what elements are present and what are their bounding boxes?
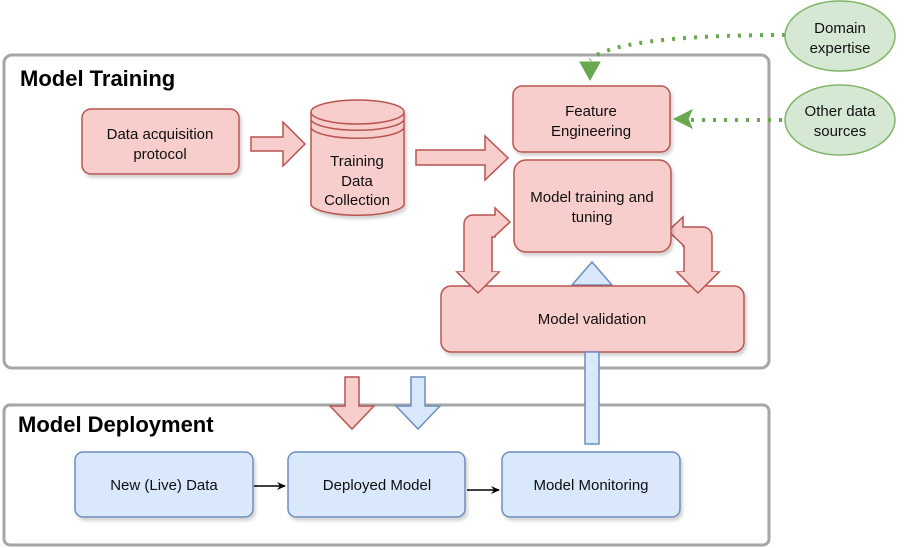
svg-text:Collection: Collection: [324, 192, 390, 209]
domain-expertise-node: Domain expertise: [784, 0, 896, 72]
deployed-model-node: Deployed Model: [287, 451, 466, 518]
domain-expertise-arrowhead: [579, 61, 601, 82]
svg-text:Engineering: Engineering: [551, 123, 631, 140]
svg-text:Feature: Feature: [565, 103, 617, 120]
arrow-training-to-deployed-red: [328, 376, 376, 431]
svg-text:Model Monitoring: Model Monitoring: [533, 477, 648, 494]
other-data-arrowhead: [672, 108, 694, 130]
training-data-collection-node: Training Data Collection: [310, 99, 405, 217]
svg-text:Data acquisition: Data acquisition: [107, 126, 214, 143]
model-validation-node: Model validation: [440, 285, 745, 353]
svg-text:protocol: protocol: [133, 146, 186, 163]
model-training-title: Model Training: [20, 66, 175, 91]
domain-expertise-connector: [588, 33, 786, 62]
svg-text:Other data: Other data: [805, 103, 877, 120]
svg-text:Data: Data: [341, 173, 373, 190]
svg-text:expertise: expertise: [810, 40, 871, 57]
arrowhead-left-tip: [456, 271, 500, 295]
model-monitoring-node: Model Monitoring: [501, 451, 681, 518]
model-training-tuning-node: Model training and tuning: [513, 159, 672, 253]
other-data-sources-node: Other data sources: [784, 84, 896, 156]
svg-text:tuning: tuning: [572, 209, 613, 226]
arrow-monitoring-to-training-head: [570, 260, 614, 286]
data-acquisition-node: Data acquisition protocol: [81, 108, 240, 175]
svg-text:Model training and: Model training and: [530, 189, 653, 206]
model-deployment-title: Model Deployment: [18, 412, 214, 437]
arrow-acquisition-to-collection: [250, 120, 307, 168]
arrow-monitoring-to-deployed-blue: [394, 376, 442, 431]
svg-text:Model validation: Model validation: [538, 311, 646, 328]
svg-text:New (Live) Data: New (Live) Data: [110, 477, 218, 494]
arrowhead-right-tip: [676, 271, 720, 295]
svg-text:Deployed Model: Deployed Model: [323, 477, 431, 494]
svg-text:sources: sources: [814, 123, 867, 140]
feature-engineering-node: Feature Engineering: [512, 85, 671, 153]
svg-text:Training: Training: [330, 153, 384, 170]
arrow-collection-to-feature: [415, 134, 510, 182]
arrow-monitoring-to-training-shaft: [584, 351, 600, 445]
arrow-training-validation-left: [455, 206, 512, 295]
svg-text:Domain: Domain: [814, 20, 866, 37]
new-live-data-node: New (Live) Data: [74, 451, 254, 518]
